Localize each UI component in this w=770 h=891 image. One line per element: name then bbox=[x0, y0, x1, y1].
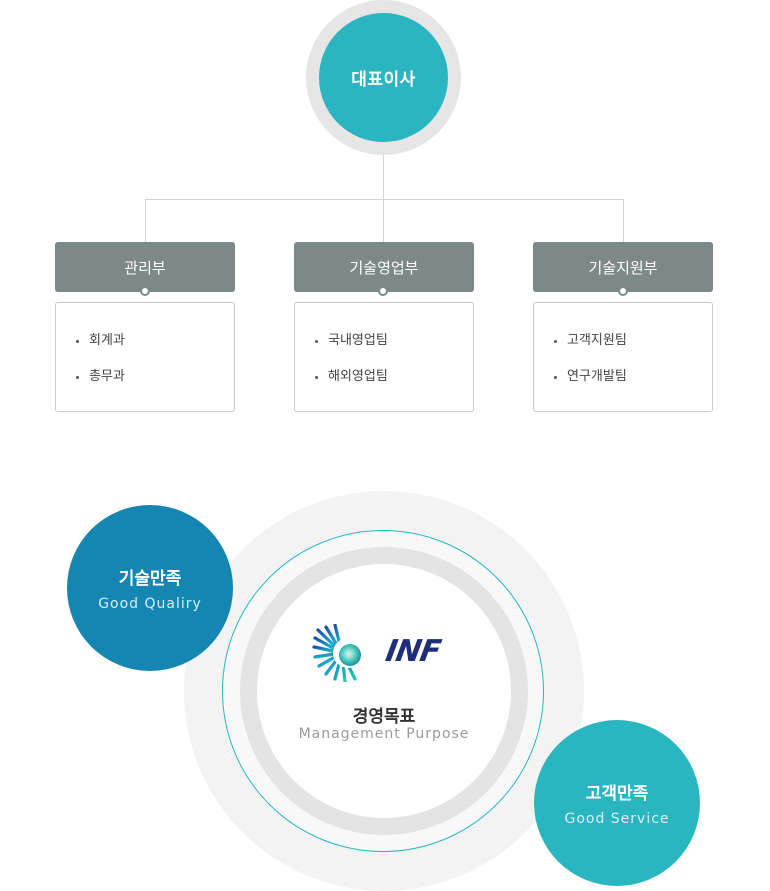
goals-center-subtitle: Management Purpose bbox=[298, 726, 470, 742]
goal-title: 고객만족 bbox=[585, 784, 649, 804]
dept-label: 관리부 bbox=[124, 258, 166, 277]
dept-tech-support: 기술지원부 bbox=[533, 242, 713, 292]
goals-center-circle bbox=[257, 564, 511, 818]
ceo-node: 대표이사 bbox=[319, 13, 448, 142]
logo-wordmark: INF bbox=[382, 634, 443, 669]
goal-tech-satisfaction: 기술만족 Good Qualiry bbox=[67, 505, 233, 671]
list-item: 회계과 bbox=[76, 331, 234, 367]
list-item: 해외영업팀 bbox=[315, 367, 473, 403]
dept-tech-sales: 기술영업부 bbox=[294, 242, 474, 292]
dept-label: 기술영업부 bbox=[349, 258, 419, 277]
team-list-tech-sales: 국내영업팀 해외영업팀 bbox=[294, 302, 474, 412]
connector-drop-1 bbox=[145, 199, 146, 242]
goal-customer-satisfaction: 고객만족 Good Service bbox=[534, 720, 700, 886]
connector-vertical-main bbox=[383, 155, 384, 199]
connector-dot bbox=[140, 286, 150, 296]
team-list-management: 회계과 총무과 bbox=[55, 302, 235, 412]
list-item: 연구개발팀 bbox=[554, 367, 712, 403]
connector-dot bbox=[618, 286, 628, 296]
connector-drop-3 bbox=[623, 199, 624, 242]
ceo-label: 대표이사 bbox=[351, 70, 416, 90]
list-item: 국내영업팀 bbox=[315, 331, 473, 367]
goal-subtitle: Good Service bbox=[564, 811, 670, 827]
goals-center-title: 경영목표 bbox=[352, 707, 416, 727]
list-item: 고객지원팀 bbox=[554, 331, 712, 367]
dept-label: 기술지원부 bbox=[588, 258, 658, 277]
goal-title: 기술만족 bbox=[118, 569, 182, 589]
connector-dot bbox=[378, 286, 388, 296]
connector-horizontal bbox=[145, 199, 624, 200]
team-list-tech-support: 고객지원팀 연구개발팀 bbox=[533, 302, 713, 412]
goal-subtitle: Good Qualiry bbox=[98, 596, 202, 612]
company-logo: INF bbox=[312, 623, 443, 683]
dept-management: 관리부 bbox=[55, 242, 235, 292]
list-item: 총무과 bbox=[76, 367, 234, 403]
logo-swirl-icon bbox=[312, 623, 363, 683]
connector-drop-2 bbox=[383, 199, 384, 242]
